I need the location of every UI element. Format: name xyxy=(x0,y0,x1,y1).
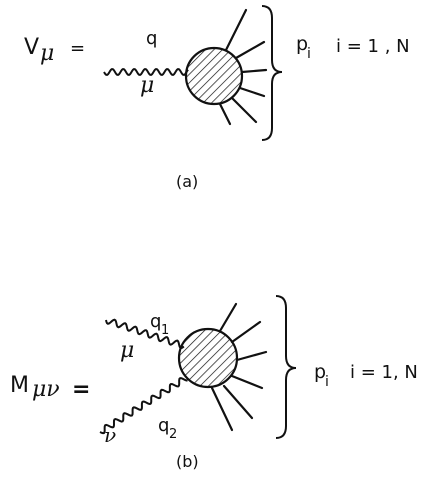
panel-a-leg xyxy=(240,68,268,74)
panel-b-outgoing-legs xyxy=(210,302,268,432)
panel-a-brace-label: p xyxy=(296,33,308,55)
panel-a: V μ = q μ p i i = 1 , N (a) xyxy=(24,5,410,191)
panel-b-photon2-momentum: q xyxy=(158,415,169,436)
panel-b-leg xyxy=(230,320,262,344)
panel-a-lhs-index: μ xyxy=(40,41,54,66)
panel-b-photon1-sub: 1 xyxy=(161,323,169,338)
panel-a-brace xyxy=(261,5,283,141)
panel-b-photon2-sub: 2 xyxy=(169,427,177,442)
panel-a-leg xyxy=(224,8,248,52)
panel-a-range-text: i = 1 , N xyxy=(336,36,410,57)
panel-b: q 1 μ q 2 ν M μν = p i i = 1, N (b) xyxy=(10,295,418,471)
panel-b-leg xyxy=(230,374,264,390)
panel-a-photon-index: μ xyxy=(140,73,154,98)
panel-b-photon1-momentum: q xyxy=(150,311,161,332)
panel-b-vertex-blob xyxy=(177,327,239,389)
panel-b-range-text: i = 1, N xyxy=(350,362,418,383)
panel-b-brace xyxy=(275,295,297,439)
panel-b-equals: = xyxy=(72,377,90,402)
panel-b-leg xyxy=(235,350,268,362)
panel-a-photon-line xyxy=(103,67,189,77)
panel-b-leg xyxy=(218,302,238,333)
panel-a-leg xyxy=(234,40,266,60)
panel-b-leg xyxy=(210,386,234,432)
panel-a-caption: (a) xyxy=(176,172,198,191)
panel-b-brace-label: p xyxy=(314,361,326,383)
panel-a-leg xyxy=(238,86,266,98)
panel-a-equals: = xyxy=(70,38,85,59)
panel-b-lhs-indices: μν xyxy=(32,377,60,402)
panel-b-leg xyxy=(222,384,254,420)
panel-a-leg xyxy=(230,96,258,124)
panel-b-photon1-line xyxy=(105,318,185,350)
panel-a-brace-label-sub: i xyxy=(307,46,311,62)
panel-a-photon-momentum: q xyxy=(146,28,157,49)
panel-b-brace-label-sub: i xyxy=(325,374,329,390)
panel-a-outgoing-legs xyxy=(218,8,268,126)
panel-b-photon1-index: μ xyxy=(120,338,134,363)
panel-b-photon2-line xyxy=(99,377,188,435)
panel-a-leg xyxy=(218,102,232,126)
panel-a-lhs: V xyxy=(24,35,39,60)
panel-b-caption: (b) xyxy=(176,452,199,471)
panel-b-photon2-index: ν xyxy=(104,423,116,447)
panel-a-vertex-blob xyxy=(184,46,244,106)
panel-b-lhs: M xyxy=(10,373,29,398)
